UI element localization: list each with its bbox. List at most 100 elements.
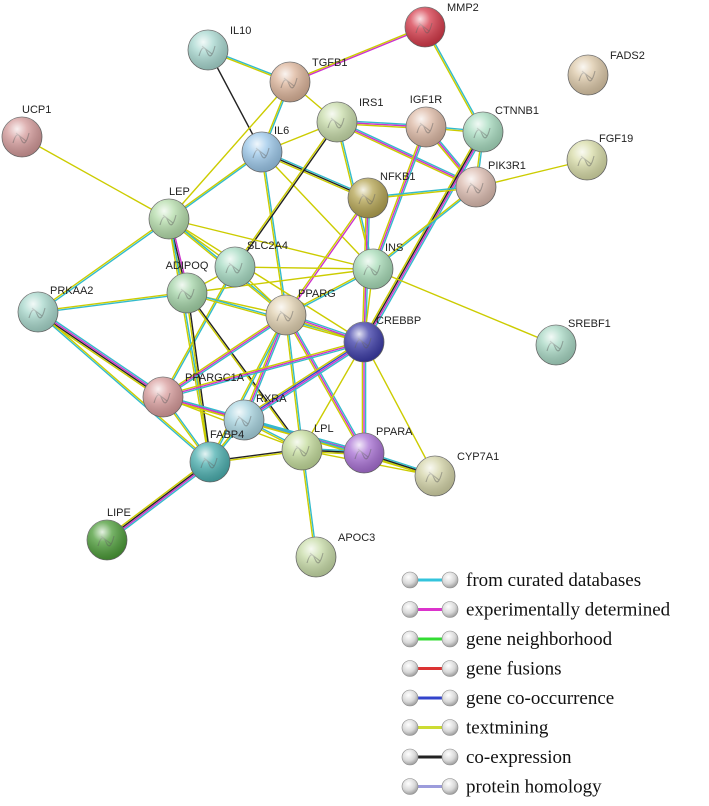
edge-CTNNB1-CREBBP: [361, 130, 486, 344]
legend-item: from curated databases: [401, 570, 641, 591]
edge-channel: [262, 151, 288, 316]
node-il6[interactable]: IL6: [241, 125, 289, 173]
edge-channel: [187, 292, 304, 450]
edge-channel: [161, 313, 286, 397]
edge-PPARG-PPARA: [283, 313, 367, 455]
edge-channel: [373, 187, 477, 271]
edge-channel: [244, 343, 366, 423]
node-gloss: [536, 325, 576, 365]
edge-channel: [244, 342, 365, 422]
edge-channel: [365, 132, 486, 344]
edge-channel: [370, 126, 426, 269]
node-mmp2[interactable]: MMP2: [404, 2, 479, 48]
node-label: CYP7A1: [457, 451, 499, 463]
node-gloss: [282, 430, 322, 470]
legend-ball-icon: [441, 748, 459, 766]
legend: from curated databases experimentally det…: [401, 570, 671, 798]
edge-channel: [364, 132, 485, 343]
node-label: SREBF1: [568, 318, 611, 330]
legend-label: protein homology: [466, 777, 602, 798]
legend-ball-icon: [441, 660, 459, 677]
edge-channel: [162, 341, 365, 398]
node-tgfb1[interactable]: TGFB1: [269, 57, 347, 103]
node-lpl[interactable]: LPL: [281, 423, 334, 471]
edge-channel: [38, 293, 188, 314]
node-label: IL10: [230, 25, 251, 37]
edge-channel: [285, 314, 365, 454]
node-lep[interactable]: LEP: [148, 186, 190, 240]
edge-PPARG-LPL: [284, 314, 304, 451]
node-ucp1[interactable]: UCP1: [1, 104, 51, 158]
edge-channel: [163, 267, 237, 398]
edge-PIK3R1-INS: [372, 185, 477, 271]
node-rxra[interactable]: RXRA: [223, 393, 287, 441]
node-ppargc1a[interactable]: PPARGC1A: [142, 372, 245, 418]
edge-channel: [301, 341, 365, 451]
edge-CREBBP-PPARGC1A: [162, 339, 365, 400]
edge-channel: [163, 315, 288, 399]
node-gloss: [568, 55, 608, 95]
node-il10[interactable]: IL10: [187, 25, 251, 71]
node-label: IL6: [274, 125, 289, 137]
node-label: UCP1: [22, 104, 51, 116]
edge-channel: [37, 217, 169, 312]
legend-item: protein homology: [401, 777, 602, 798]
edge-channel: [162, 339, 364, 397]
node-ctnnb1[interactable]: CTNNB1: [462, 105, 539, 153]
edge-IL6-INS: [261, 151, 374, 270]
node-fabp4[interactable]: FABP4: [189, 429, 244, 483]
node-label: INS: [385, 242, 403, 254]
node-gloss: [242, 132, 282, 172]
node-pik3r1[interactable]: PIK3R1: [455, 160, 526, 208]
node-cyp7a1[interactable]: CYP7A1: [414, 451, 499, 497]
legend-item: gene co-occurrence: [401, 688, 614, 709]
node-gloss: [406, 107, 446, 147]
node-gloss: [405, 7, 445, 47]
node-prkaa2[interactable]: PRKAA2: [17, 285, 93, 333]
edge-SLC2A4-INS: [234, 266, 374, 270]
edge-channel: [167, 218, 210, 463]
node-gloss: [190, 442, 230, 482]
node-pparg[interactable]: PPARG: [265, 288, 336, 336]
node-gloss: [18, 292, 58, 332]
node-srebf1[interactable]: SREBF1: [535, 318, 611, 366]
edge-ADIPOQ-FABP4: [185, 292, 212, 463]
edge-MMP2-TGFB1: [289, 25, 426, 84]
node-label: LEP: [169, 186, 190, 198]
node-gloss: [567, 140, 607, 180]
node-crebbp[interactable]: CREBBP: [343, 315, 421, 363]
edge-channel: [261, 151, 374, 270]
node-gloss: [344, 433, 384, 473]
legend-label: co-expression: [466, 747, 572, 768]
node-label: IGF1R: [410, 94, 442, 106]
edge-channel: [168, 81, 291, 220]
node-ppara[interactable]: PPARA: [343, 426, 413, 474]
edge-channel: [283, 315, 364, 455]
legend-ball-icon: [401, 689, 419, 707]
edge-channel: [286, 198, 370, 316]
edge-channel: [372, 126, 427, 270]
node-nfkb1[interactable]: NFKB1: [347, 171, 415, 219]
node-fgf19[interactable]: FGF19: [566, 133, 633, 181]
legend-ball-icon: [441, 778, 459, 795]
node-label: PPARA: [376, 426, 413, 438]
node-label: CTNNB1: [495, 105, 539, 117]
node-irs1[interactable]: IRS1: [316, 97, 383, 143]
node-label: PIK3R1: [488, 160, 526, 172]
node-apoc3[interactable]: APOC3: [295, 532, 375, 578]
node-adipoq[interactable]: ADIPOQ: [166, 260, 209, 314]
node-slc2a4[interactable]: SLC2A4: [214, 240, 288, 288]
legend-item: experimentally determined: [401, 600, 671, 621]
edge-TGFB1-LEP: [168, 81, 291, 220]
node-ins[interactable]: INS: [352, 242, 403, 290]
edge-PPARG-PPARGC1A: [161, 313, 288, 399]
legend-ball-icon: [441, 601, 459, 618]
node-lipe[interactable]: LIPE: [86, 507, 131, 561]
node-fads2[interactable]: FADS2: [567, 50, 645, 96]
edge-channel: [289, 25, 425, 82]
legend-label: from curated databases: [466, 570, 641, 591]
edge-LEP-PRKAA2: [37, 217, 170, 314]
node-gloss: [224, 400, 264, 440]
node-igf1r[interactable]: IGF1R: [405, 94, 447, 148]
